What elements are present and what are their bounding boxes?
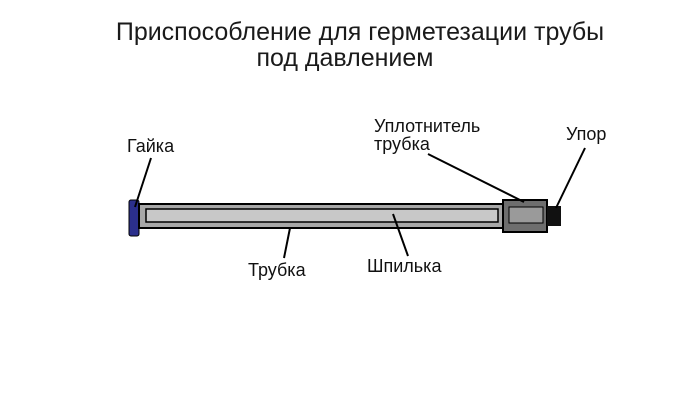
seal-leader-line <box>427 153 525 203</box>
title-line-1: Приспособление для герметезации трубы <box>116 18 604 46</box>
title-line-2: под давлением <box>257 44 434 72</box>
seal-inner <box>508 206 544 224</box>
stop-leader-line <box>555 147 586 209</box>
nut-label: Гайка <box>127 136 175 156</box>
seal-label-line-1: Уплотнитель <box>374 116 480 136</box>
stop-label: Упор <box>566 124 606 144</box>
stud-leader-line <box>392 213 409 257</box>
stud-label: Шпилька <box>367 256 442 276</box>
stop-part <box>547 206 561 226</box>
tube-leader-line <box>283 227 291 259</box>
stud-part <box>145 208 499 223</box>
seal-label-line-2: трубка <box>374 134 431 154</box>
tube-label: Трубка <box>248 260 307 280</box>
nut-part <box>128 199 140 237</box>
nut-leader-line <box>134 157 152 208</box>
